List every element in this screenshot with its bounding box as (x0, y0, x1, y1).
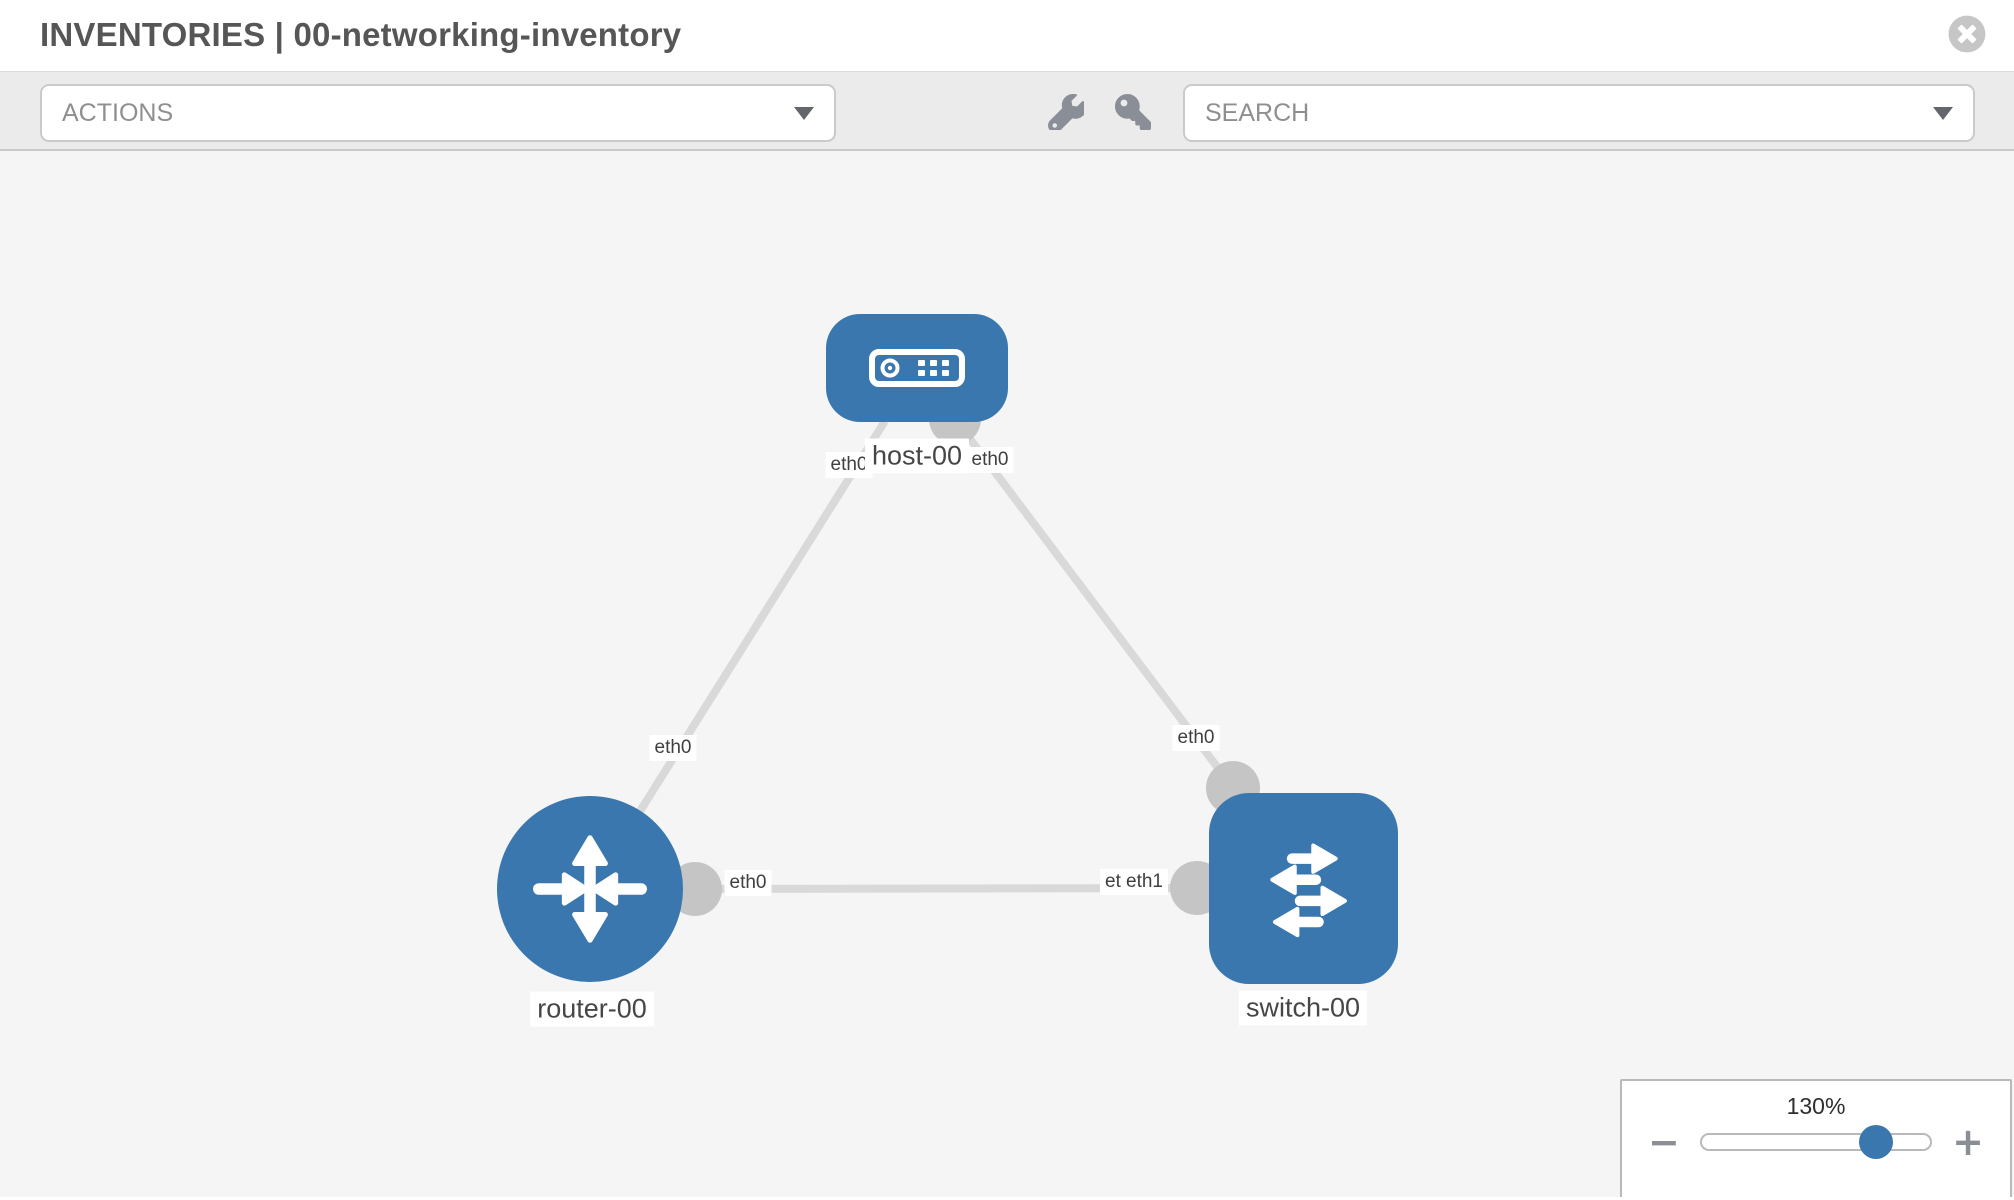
key-button[interactable] (1110, 90, 1156, 136)
interface-label-eth0: eth0 (966, 447, 1014, 473)
close-icon (1948, 15, 1986, 53)
actions-dropdown-label: ACTIONS (62, 98, 174, 127)
header: INVENTORIES | 00-networking-inventory (0, 0, 2014, 72)
search-dropdown[interactable]: SEARCH (1183, 84, 1975, 142)
node-label-router-00: router-00 (530, 991, 654, 1027)
zoom-control-panel: 130% − + (1620, 1079, 2012, 1197)
zoom-slider-track[interactable] (1699, 1125, 1933, 1159)
interface-label-eth0: eth0 (825, 452, 873, 478)
node-label-switch-00: switch-00 (1238, 990, 1368, 1026)
zoom-in-button[interactable]: + (1948, 1121, 1988, 1163)
interface-label-eth0: eth0 (1172, 725, 1220, 751)
interface-label-eth0: eth0 (649, 735, 697, 761)
toolbar: ACTIONS SEARCH (0, 72, 2014, 151)
link-host-router (611, 418, 889, 854)
node-label-host-00: host-00 (864, 438, 970, 474)
switch-icon (1269, 842, 1347, 937)
zoom-level-value: 130% (1786, 1093, 1846, 1119)
wrench-icon (1048, 93, 1087, 133)
node-host-00[interactable] (826, 314, 1008, 422)
zoom-slider-row: − + (1622, 1121, 2010, 1163)
node-router-00[interactable] (497, 796, 683, 982)
router-icon (533, 835, 647, 943)
interface-label-eth0: eth0 (724, 870, 772, 896)
page-title: INVENTORIES | 00-networking-inventory (40, 16, 682, 53)
search-placeholder: SEARCH (1205, 98, 1310, 127)
chevron-down-icon (794, 106, 814, 120)
actions-dropdown[interactable]: ACTIONS (40, 84, 836, 142)
topology-canvas[interactable]: eth0 eth0 eth0 eth0 eth0 eth0 eth1 host-… (0, 151, 2014, 1197)
wrench-button[interactable] (1043, 90, 1089, 136)
close-button[interactable] (1948, 15, 1986, 53)
zoom-out-button[interactable]: − (1644, 1121, 1684, 1163)
host-icon (869, 349, 965, 387)
interface-label-eth1: eth1 (1121, 869, 1168, 895)
node-switch-00[interactable] (1209, 793, 1398, 984)
chevron-down-icon (1933, 106, 1953, 120)
key-icon (1115, 93, 1151, 130)
topology-links-layer (611, 393, 1260, 916)
zoom-slider-knob[interactable] (1858, 1125, 1893, 1159)
